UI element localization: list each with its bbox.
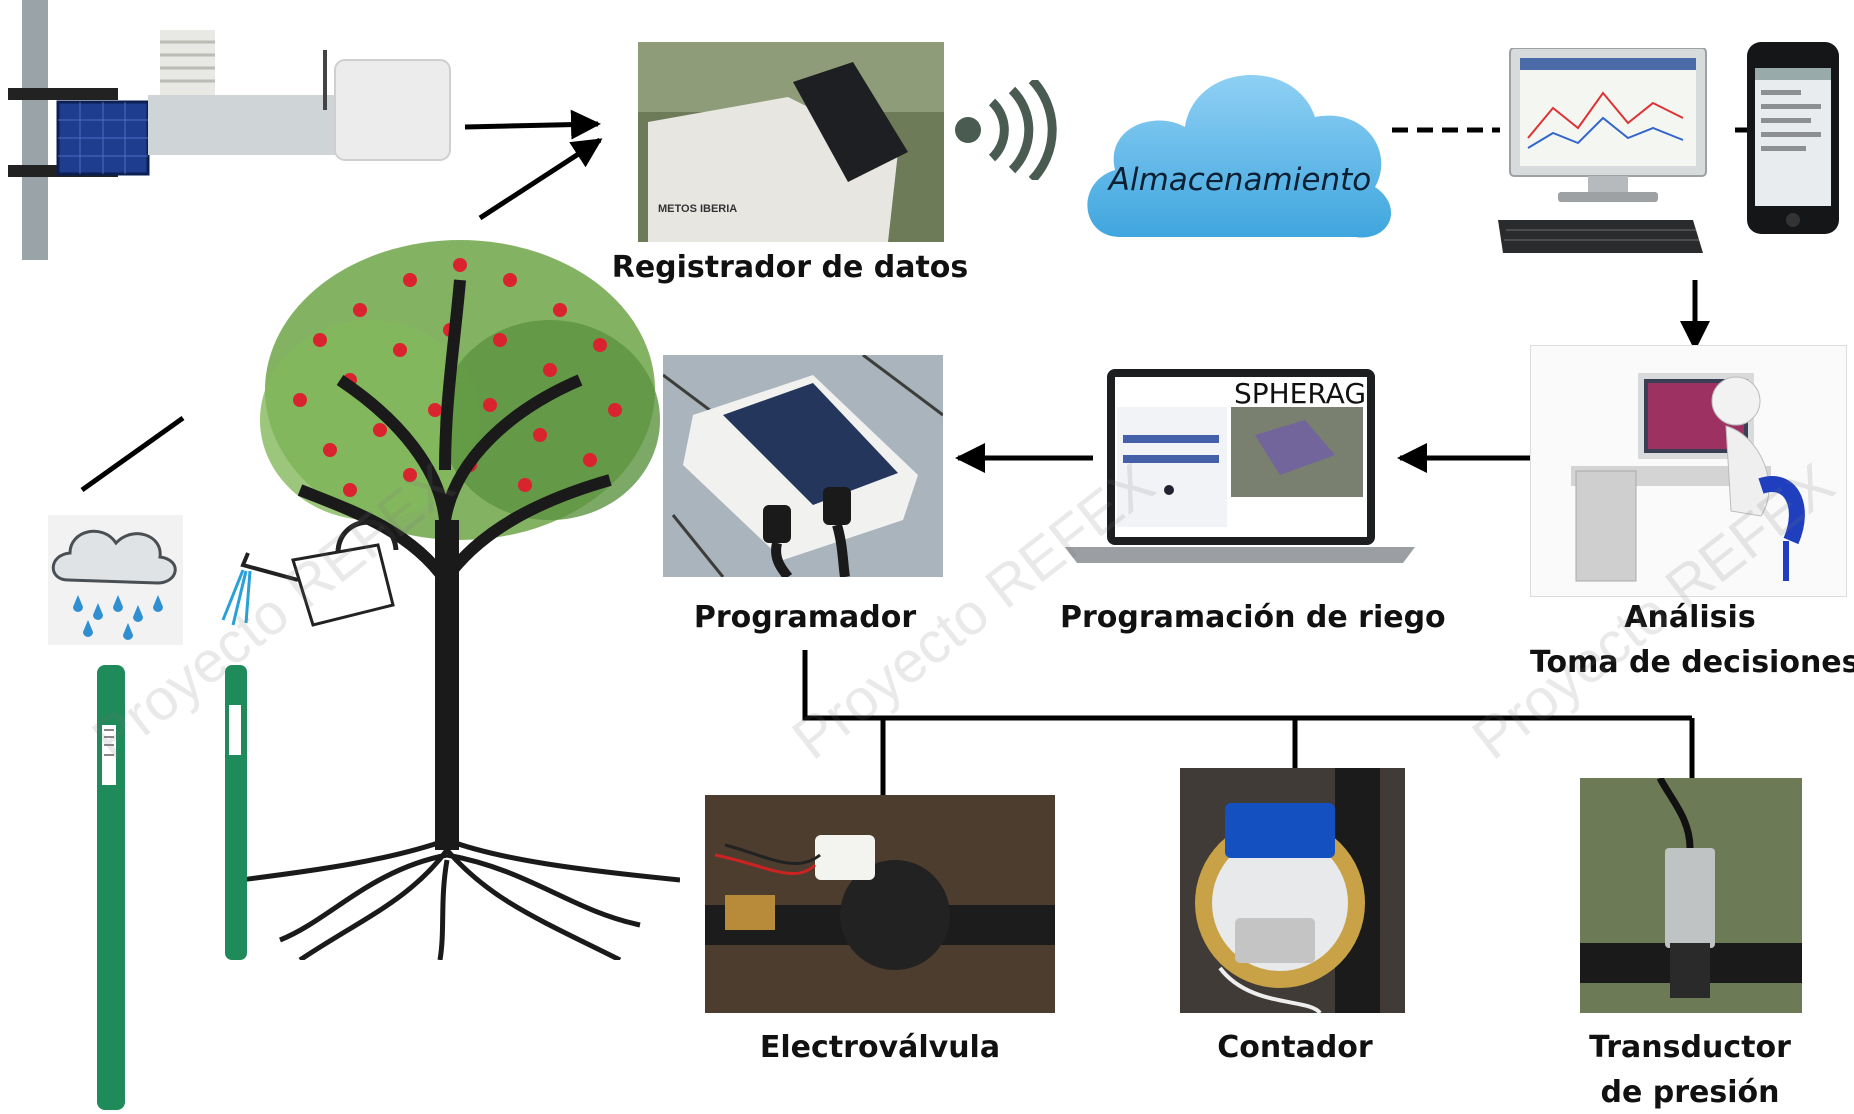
soil-probe-icon [92,665,132,1110]
laptop-icon: SPHERAG [1065,365,1415,565]
solenoid-valve-icon [705,795,1055,1013]
smartphone-icon [1747,42,1839,234]
soil-probe-icon [222,665,252,965]
laptop-brand-text: SPHERAG [1233,377,1367,410]
tree-icon [239,220,681,963]
desktop-computer-icon [1498,47,1738,258]
arrow-tree-to-logger [478,137,603,221]
person-at-computer-icon [1530,345,1847,597]
transducer-label-1: Transductor [1589,1030,1791,1065]
water-meter-icon [1180,768,1405,1013]
pressure-transducer-icon [1580,778,1802,1013]
decision-label: Toma de decisiones [1530,645,1854,680]
rain-cloud-icon [48,515,183,645]
weather-station-icon [0,0,460,265]
datalogger-label: Registrador de datos [611,250,969,285]
line-rain-to-tree [80,415,185,493]
arrow-station-to-logger [464,109,601,140]
analysis-label: Análisis [1624,600,1756,635]
meter-label: Contador [1217,1030,1373,1065]
storage-label: Almacenamiento [1108,162,1372,198]
logger-brand-text: METOS IBERIA [658,203,737,215]
controller-icon [663,355,943,577]
cloud-icon: Almacenamiento [1075,32,1405,247]
watering-can-icon [218,505,418,650]
transducer-label-2: de presión [1600,1075,1780,1110]
valve-label: Electroválvula [759,1030,1001,1065]
irrigation-label: Programación de riego [1060,600,1446,635]
programmer-label: Programador [693,600,917,635]
datalogger-icon: METOS IBERIA [638,42,944,242]
bus-line [802,650,1692,721]
wireless-signal-icon [950,76,1060,184]
